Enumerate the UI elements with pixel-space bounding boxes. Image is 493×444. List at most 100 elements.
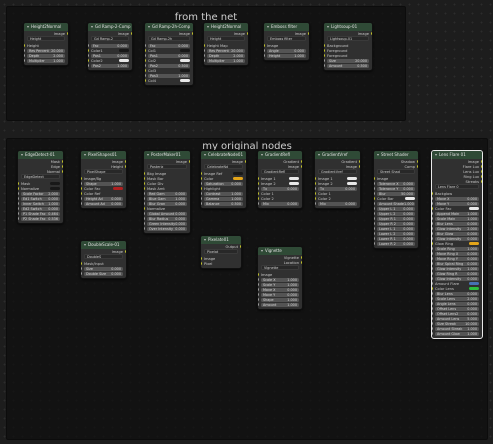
input-socket[interactable] xyxy=(315,197,316,200)
color-swatch[interactable] xyxy=(347,177,357,180)
output-socket[interactable] xyxy=(125,250,126,253)
input-socket[interactable] xyxy=(432,312,433,315)
input-socket[interactable] xyxy=(144,177,145,180)
input-socket[interactable] xyxy=(432,282,433,285)
output-socket[interactable] xyxy=(301,261,302,264)
node-header[interactable]: Gd Ramp-2-Comp xyxy=(88,23,132,31)
node-header[interactable]: GradientVref xyxy=(315,151,360,159)
node-group-dropdown[interactable]: Pixelat xyxy=(204,249,238,254)
input-socket[interactable] xyxy=(201,177,202,180)
input-socket[interactable] xyxy=(374,237,375,240)
input-socket[interactable] xyxy=(432,262,433,265)
input-socket[interactable] xyxy=(258,197,259,200)
input-socket[interactable] xyxy=(88,44,89,47)
node-group-dropdown[interactable]: Height xyxy=(27,36,65,41)
output-socket[interactable] xyxy=(417,160,418,163)
input-socket[interactable] xyxy=(201,187,202,190)
output-socket[interactable] xyxy=(131,32,132,35)
node-group-dropdown[interactable]: PixelShape xyxy=(84,169,123,174)
input-socket[interactable] xyxy=(432,267,433,270)
input-socket[interactable] xyxy=(315,202,316,205)
node-group-dropdown[interactable]: Gd Ramp-2 xyxy=(91,36,129,41)
input-socket[interactable] xyxy=(204,54,205,57)
input-socket[interactable] xyxy=(432,292,433,295)
input-socket[interactable] xyxy=(432,257,433,260)
input-socket[interactable] xyxy=(258,182,259,185)
input-socket[interactable] xyxy=(432,217,433,220)
output-socket[interactable] xyxy=(67,32,68,35)
input-socket[interactable] xyxy=(18,182,19,185)
node-header[interactable]: Height2Normal xyxy=(24,23,68,31)
node-group-dropdown[interactable]: Height xyxy=(207,36,245,41)
output-socket[interactable] xyxy=(301,256,302,259)
input-socket[interactable] xyxy=(432,287,433,290)
color-swatch[interactable] xyxy=(180,69,190,72)
input-socket[interactable] xyxy=(258,192,259,195)
input-socket[interactable] xyxy=(258,273,259,276)
color-swatch[interactable] xyxy=(119,49,129,52)
node-group-dropdown[interactable]: EdgeDetect xyxy=(21,174,60,179)
output-socket[interactable] xyxy=(301,165,302,168)
input-socket[interactable] xyxy=(144,227,145,230)
input-socket[interactable] xyxy=(432,197,433,200)
input-socket[interactable] xyxy=(374,242,375,245)
node-header[interactable]: Lightsoup-01 xyxy=(324,23,372,31)
output-socket[interactable] xyxy=(481,180,482,183)
color-swatch[interactable] xyxy=(469,242,479,245)
input-socket[interactable] xyxy=(432,297,433,300)
input-socket[interactable] xyxy=(204,44,205,47)
input-socket[interactable] xyxy=(81,182,82,185)
node-header[interactable]: Height2Normal xyxy=(204,23,248,31)
input-socket[interactable] xyxy=(432,332,433,335)
color-swatch[interactable] xyxy=(347,182,357,185)
output-socket[interactable] xyxy=(481,165,482,168)
output-socket[interactable] xyxy=(125,160,126,163)
input-socket[interactable] xyxy=(201,257,202,260)
color-swatch[interactable] xyxy=(289,177,299,180)
input-socket[interactable] xyxy=(374,217,375,220)
input-socket[interactable] xyxy=(432,317,433,320)
output-socket[interactable] xyxy=(481,175,482,178)
input-socket[interactable] xyxy=(144,222,145,225)
input-socket[interactable] xyxy=(432,307,433,310)
input-socket[interactable] xyxy=(432,247,433,250)
color-swatch[interactable] xyxy=(469,207,479,210)
output-socket[interactable] xyxy=(371,32,372,35)
node-header[interactable]: GradientRefl xyxy=(258,151,302,159)
node-header[interactable]: CelebrateNode01 xyxy=(201,151,246,159)
output-socket[interactable] xyxy=(62,170,63,173)
color-swatch[interactable] xyxy=(50,187,60,190)
